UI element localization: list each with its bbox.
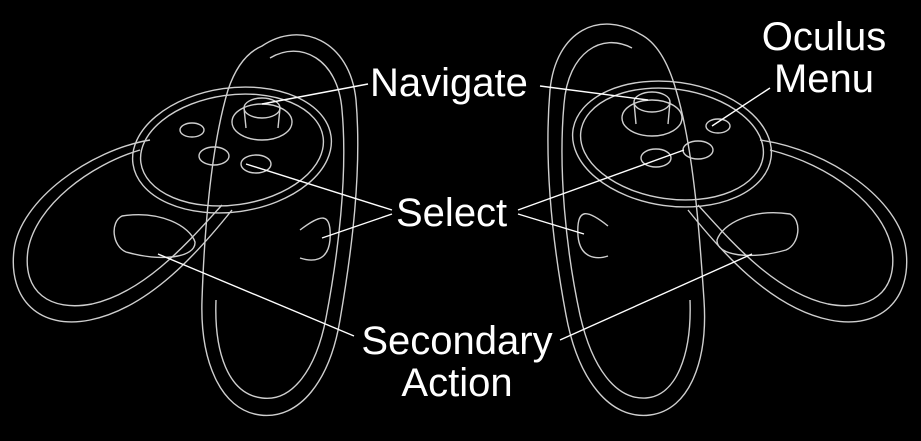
right-tracking-ring [547, 23, 706, 417]
right-controller [547, 23, 908, 417]
right-oculus-button [705, 118, 731, 134]
select-line-left-trigger [321, 213, 393, 239]
navigate-label: Navigate [370, 61, 528, 105]
navigate-line-left [261, 83, 369, 105]
right-grip-button [716, 212, 799, 257]
secondary-line-right [559, 253, 753, 341]
oculus-label-line2: Menu [773, 57, 875, 101]
secondary-label-line1: Secondary [361, 319, 553, 363]
secondary-line-left [157, 253, 355, 337]
left-button-y [240, 154, 272, 174]
select-line-right-trigger [517, 213, 585, 235]
oculus-menu-label: Oculus Menu [756, 16, 892, 100]
oculus-line [711, 87, 771, 127]
left-grip-button [113, 214, 196, 259]
oculus-label-line1: Oculus [761, 15, 887, 59]
secondary-action-label: Secondary Action [354, 320, 560, 404]
navigate-line-right [539, 85, 649, 101]
select-label: Select [396, 191, 508, 235]
left-menu-button [179, 122, 205, 138]
secondary-label-line2: Action [401, 361, 513, 405]
right-face-plate [571, 80, 773, 208]
select-line-left-button [245, 163, 393, 211]
left-trigger [299, 217, 331, 261]
right-button-b [640, 148, 672, 168]
right-thumbstick-base [621, 99, 683, 137]
callout-lines [157, 83, 771, 341]
right-trigger [577, 213, 609, 259]
left-thumbstick-base [231, 103, 293, 141]
right-grip [687, 139, 908, 323]
select-line-right-button [517, 149, 685, 211]
left-controller [12, 34, 359, 417]
left-face-plate [131, 86, 333, 214]
left-tracking-ring [201, 34, 359, 417]
right-button-a [682, 140, 714, 160]
left-button-x [198, 146, 230, 166]
left-grip [12, 139, 233, 323]
